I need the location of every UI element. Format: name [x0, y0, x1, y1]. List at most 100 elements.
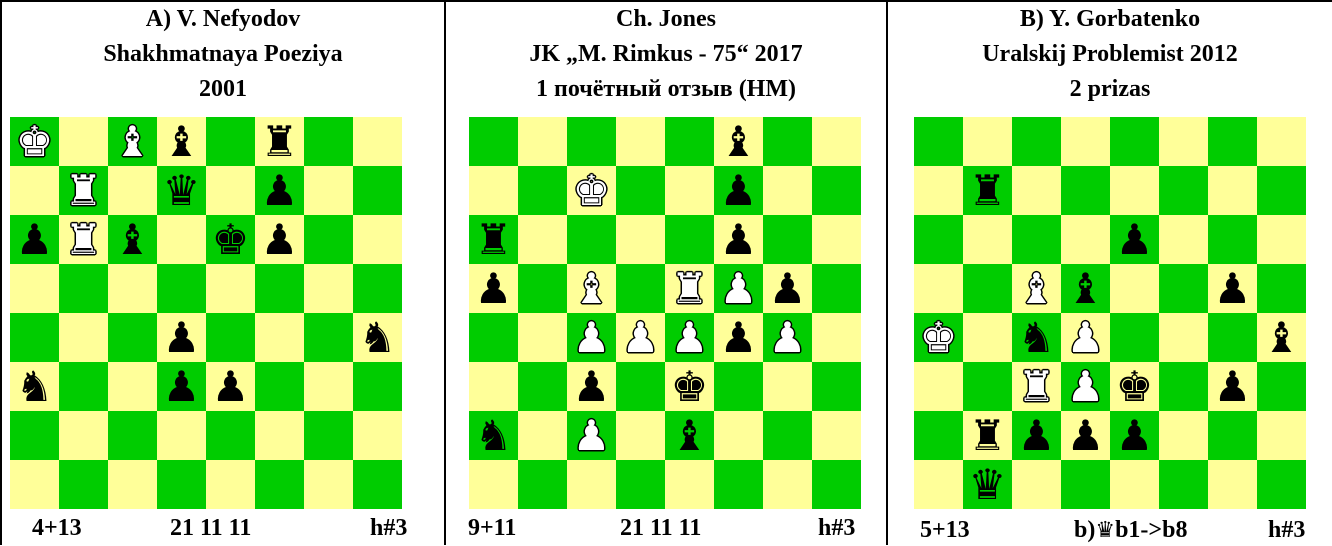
- square-d1: [616, 460, 665, 509]
- square-f4: ♟: [714, 313, 763, 362]
- square-g1: [1208, 460, 1257, 509]
- black-rook-icon: ♜: [261, 117, 299, 166]
- square-d7: [1061, 166, 1110, 215]
- square-a7: [10, 166, 59, 215]
- black-knight-icon: ♞: [1018, 313, 1056, 362]
- square-g5: [304, 264, 353, 313]
- square-h6: [353, 215, 402, 264]
- square-c2: ♟: [567, 411, 616, 460]
- black-queen-icon: ♛: [969, 460, 1007, 509]
- square-g5: ♟: [763, 264, 812, 313]
- square-f4: [1159, 313, 1208, 362]
- square-c6: ♝: [108, 215, 157, 264]
- square-g6: [304, 215, 353, 264]
- square-h8: [353, 117, 402, 166]
- black-pawn-icon: ♟: [573, 362, 611, 411]
- square-h4: ♞: [353, 313, 402, 362]
- black-pawn-icon: ♟: [1116, 215, 1154, 264]
- title-line-source: JK „M. Rimkus - 75“ 2017: [446, 37, 886, 72]
- square-f1: [1159, 460, 1208, 509]
- black-pawn-icon: ♟: [1067, 411, 1105, 460]
- square-g6: [763, 215, 812, 264]
- twin-condition: b)♛b1->b8: [1074, 515, 1187, 546]
- square-d8: [1061, 117, 1110, 166]
- square-d8: ♝: [157, 117, 206, 166]
- square-a8: [914, 117, 963, 166]
- square-f1: [255, 460, 304, 509]
- square-e6: ♟: [1110, 215, 1159, 264]
- square-f4: [255, 313, 304, 362]
- square-e1: [1110, 460, 1159, 509]
- black-pawn-icon: ♟: [261, 215, 299, 264]
- stipulation: h#3: [818, 513, 855, 543]
- black-pawn-icon: ♟: [720, 313, 758, 362]
- title-line-award: 2 prizas: [888, 72, 1332, 107]
- square-d4: ♟: [1061, 313, 1110, 362]
- problem-title: A) V. Nefyodov Shakhmatnaya Poeziya 2001: [2, 2, 444, 107]
- square-c7: [1012, 166, 1061, 215]
- square-f6: ♟: [714, 215, 763, 264]
- square-b4: [963, 313, 1012, 362]
- square-f5: ♟: [714, 264, 763, 313]
- square-e4: [1110, 313, 1159, 362]
- white-king-icon: ♚: [920, 313, 958, 362]
- white-bishop-icon: ♝: [573, 264, 611, 313]
- square-c5: [108, 264, 157, 313]
- square-c8: ♝: [108, 117, 157, 166]
- black-pawn-icon: ♟: [1214, 264, 1252, 313]
- square-e1: [206, 460, 255, 509]
- chessboard: ♝♚♟♜♟♟♝♜♟♟♟♟♟♟♟♟♚♞♟♝: [469, 117, 861, 509]
- white-rook-icon: ♜: [65, 166, 103, 215]
- square-b2: [518, 411, 567, 460]
- square-e7: [1110, 166, 1159, 215]
- square-a2: [914, 411, 963, 460]
- chessboard: ♜♟♝♝♟♚♞♟♝♜♟♚♟♜♟♟♟♛: [914, 117, 1306, 509]
- square-b7: ♜: [59, 166, 108, 215]
- black-rook-icon: ♜: [969, 411, 1007, 460]
- square-a4: [469, 313, 518, 362]
- square-e4: [206, 313, 255, 362]
- square-h8: [1257, 117, 1306, 166]
- black-pawn-icon: ♟: [1214, 362, 1252, 411]
- square-d2: [157, 411, 206, 460]
- square-d6: [1061, 215, 1110, 264]
- square-a1: [10, 460, 59, 509]
- square-g6: [1208, 215, 1257, 264]
- square-g4: [304, 313, 353, 362]
- square-g1: [304, 460, 353, 509]
- square-f7: ♟: [714, 166, 763, 215]
- square-d4: ♟: [157, 313, 206, 362]
- square-e5: [206, 264, 255, 313]
- square-f8: ♜: [255, 117, 304, 166]
- black-pawn-icon: ♟: [769, 264, 807, 313]
- square-e2: [206, 411, 255, 460]
- square-c3: [108, 362, 157, 411]
- square-a3: ♞: [10, 362, 59, 411]
- white-pawn-icon: ♟: [769, 313, 807, 362]
- square-b3: [963, 362, 1012, 411]
- square-f5: [255, 264, 304, 313]
- square-c2: ♟: [1012, 411, 1061, 460]
- square-a2: [10, 411, 59, 460]
- square-b2: [59, 411, 108, 460]
- square-h3: [353, 362, 402, 411]
- black-king-icon: ♚: [1116, 362, 1154, 411]
- white-pawn-icon: ♟: [671, 313, 709, 362]
- square-b1: ♛: [963, 460, 1012, 509]
- square-f3: [714, 362, 763, 411]
- title-line-year: 2001: [2, 72, 444, 107]
- square-g5: ♟: [1208, 264, 1257, 313]
- square-g7: [763, 166, 812, 215]
- chessboard: ♚♝♝♜♜♛♟♟♜♝♚♟♟♞♞♟♟: [10, 117, 402, 509]
- square-b1: [59, 460, 108, 509]
- square-e5: [1110, 264, 1159, 313]
- square-f5: [1159, 264, 1208, 313]
- square-b4: [59, 313, 108, 362]
- square-b7: ♜: [963, 166, 1012, 215]
- square-e2: ♟: [1110, 411, 1159, 460]
- square-a2: ♞: [469, 411, 518, 460]
- square-b5: [963, 264, 1012, 313]
- square-a8: ♚: [10, 117, 59, 166]
- square-c6: [567, 215, 616, 264]
- square-a3: [914, 362, 963, 411]
